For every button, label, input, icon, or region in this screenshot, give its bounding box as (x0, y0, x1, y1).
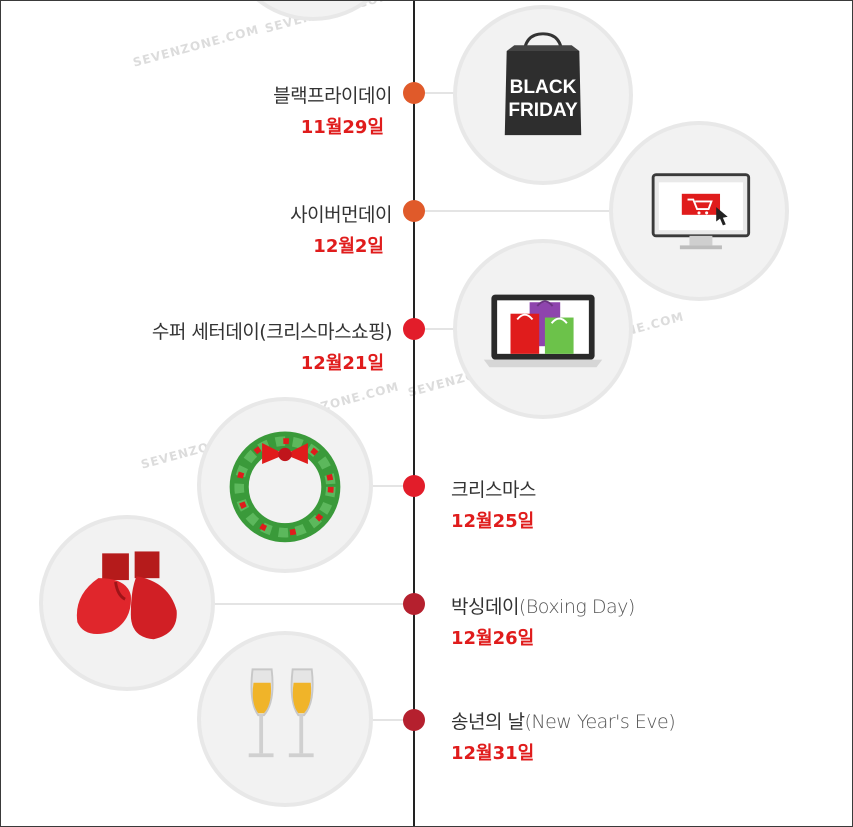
timeline-dot (403, 200, 425, 222)
connector-line (423, 210, 618, 212)
connector-line (369, 485, 413, 487)
timeline-dot (403, 82, 425, 104)
event-name: 수퍼 세터데이(크리스마스쇼핑) (151, 321, 393, 343)
event-date: 11월29일 (300, 117, 384, 138)
bag-text-line1: BLACK (510, 77, 577, 98)
timeline-dot (403, 318, 425, 340)
event-name: 박싱데이 (451, 596, 519, 618)
laptop-shopping-bags-icon (483, 294, 603, 368)
event-name: 크리스마스 (451, 479, 536, 501)
event-date: 12월21일 (300, 353, 384, 374)
boxing-gloves-icon (76, 551, 177, 640)
event-name: 사이버먼데이 (290, 204, 392, 226)
event-name-en: (New Year's Eve) (524, 711, 676, 733)
timeline-dot (403, 709, 425, 731)
christmas-wreath-icon (229, 431, 341, 543)
event-date: 12월25일 (451, 511, 535, 532)
connector-line (369, 719, 413, 721)
event-name-row: 박싱데이(Boxing Day) (451, 592, 635, 619)
event-icon-circle: BLACK FRIDAY (453, 5, 633, 185)
event-name: 송년의 날 (451, 711, 525, 733)
watermark: SEVENZONE.COM (131, 22, 261, 70)
connector-line (423, 328, 463, 330)
event-icon-circle (453, 239, 633, 419)
event-date: 12월2일 (313, 236, 384, 257)
connector-line (211, 603, 411, 605)
black-friday-bag-icon: BLACK FRIDAY (504, 32, 582, 136)
event-name-en: (Boxing Day) (518, 596, 635, 618)
computer-monitor-cart-icon (651, 173, 751, 250)
event-name-row: 송년의 날(New Year's Eve) (451, 707, 676, 734)
event-icon-circle (197, 631, 373, 807)
event-icon-circle (197, 397, 373, 573)
event-name: 블랙프라이데이 (273, 85, 392, 107)
event-icon-circle (609, 121, 789, 301)
timeline-dot (403, 593, 425, 615)
event-icon-circle (39, 515, 215, 691)
timeline-axis (413, 1, 415, 826)
timeline-dot (403, 475, 425, 497)
champagne-glasses-icon (248, 668, 314, 758)
event-date: 12월26일 (451, 628, 535, 649)
bag-text-line2: FRIDAY (508, 100, 578, 121)
event-date: 12월31일 (451, 743, 535, 764)
